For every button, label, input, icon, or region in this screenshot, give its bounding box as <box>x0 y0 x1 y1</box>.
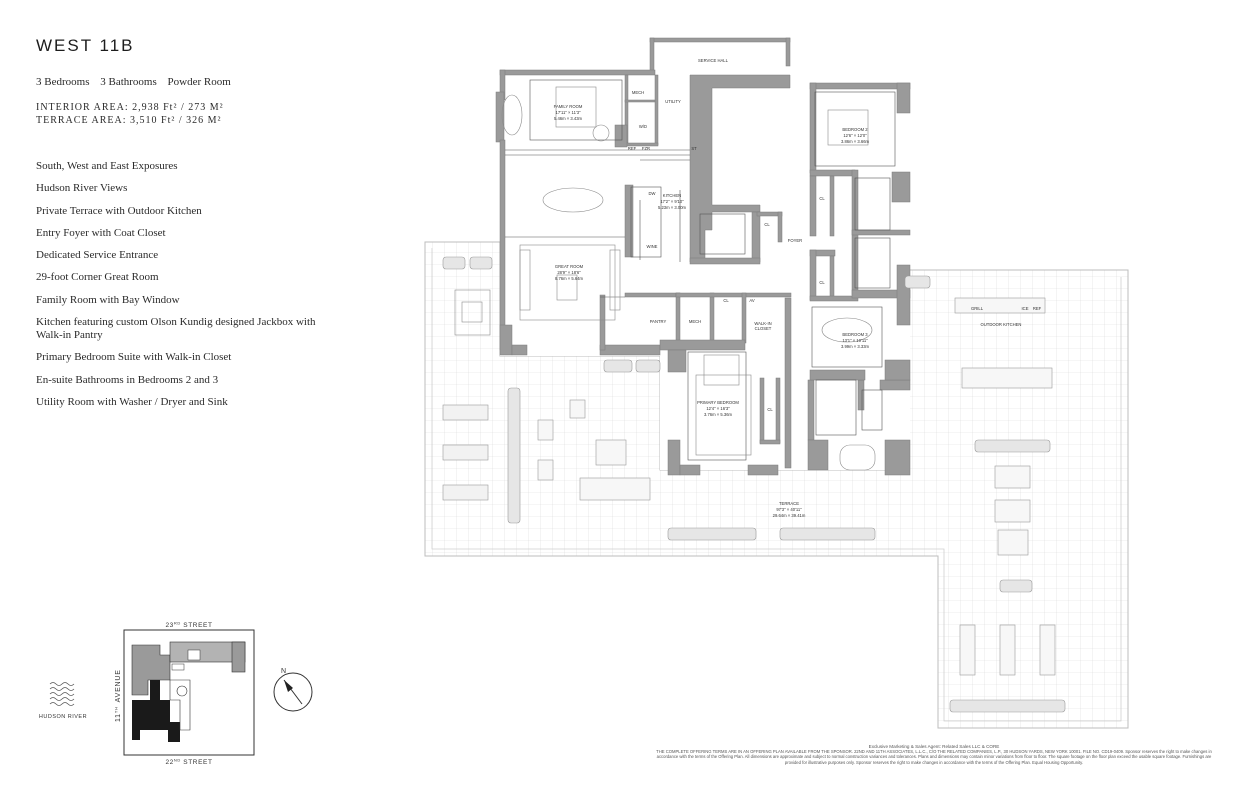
label-cl-primary: CL <box>767 407 773 412</box>
label-bedroom3-dim2: 3.99m × 3.33m <box>841 344 870 349</box>
label-mech-top: MECH <box>632 90 644 95</box>
label-great-room-dim2: 8.76m × 5.64m <box>555 276 584 281</box>
feature-item: Hudson River Views <box>36 182 128 195</box>
label-outdoor-kitchen: OUTDOOR KITCHEN <box>981 322 1022 327</box>
label-fzr: FZR <box>642 146 650 151</box>
feature-item: South, West and East Exposures <box>36 160 178 172</box>
label-family-room-dim1: 17'11" × 11'3" <box>555 110 581 115</box>
interior-lines <box>505 79 896 461</box>
terrace-area: TERRACE AREA: 3,510 Ft² / 326 M² <box>36 115 222 126</box>
label-great-room: GREAT ROOM <box>555 264 584 269</box>
label-ref: REF <box>628 146 637 151</box>
label-wine: WINE <box>647 244 658 249</box>
disclaimer-agent-line: Exclusive Marketing & Sales Agent: Relat… <box>868 744 1000 749</box>
label-bedroom3: BEDROOM 3 <box>842 332 868 337</box>
label-walk-in-closet: WALK-IN <box>754 321 771 326</box>
label-primary-bedroom-dim2: 3.76m × 5.36m <box>704 412 733 417</box>
label-kitchen-dim1: 17'2" × 9'10" <box>660 199 684 204</box>
label-cl-bed2: CL <box>819 196 825 201</box>
label-great-room-dim1: 28'9" × 18'6" <box>557 270 581 275</box>
terrace-furniture <box>442 256 1066 713</box>
label-st: ST <box>691 146 697 151</box>
label-kitchen-dim2: 5.23m × 3.00m <box>658 205 687 210</box>
room-labels: SERVICE HALL MECH UTILITY W/D REF FZR ST… <box>554 58 1042 518</box>
label-primary-bedroom-dim1: 12'4" × 16'3" <box>706 406 730 411</box>
feature-item: 29-foot Corner Great Room <box>36 271 159 284</box>
feature-item: Entry Foyer with Coat Closet <box>36 226 166 239</box>
label-terrace-dim2: 29.64m × 39.41m <box>773 513 806 518</box>
label-utility: UTILITY <box>665 99 681 104</box>
label-cl-mid: CL <box>723 298 729 303</box>
label-walk-in-closet-2: CLOSET <box>755 326 772 331</box>
label-ice: ICE <box>1022 306 1029 311</box>
disclaimer-body: THE COMPLETE OFFERING TERMS ARE IN AN OF… <box>656 749 1212 765</box>
label-cl-foyer: CL <box>764 222 770 227</box>
label-family-room-dim2: 5.46m × 3.43m <box>554 116 583 121</box>
label-foyer: FOYER <box>788 238 802 243</box>
label-bedroom2-dim2: 3.86m × 3.66m <box>841 139 870 144</box>
label-wd: W/D <box>639 124 647 129</box>
walls <box>495 37 911 476</box>
feature-item: Primary Bedroom Suite with Walk-in Close… <box>36 351 232 364</box>
label-kitchen: KITCHEN <box>663 193 681 198</box>
label-family-room: FAMILY ROOM <box>554 104 583 109</box>
powder-room: Powder Room <box>167 76 231 88</box>
furniture <box>454 86 876 471</box>
label-pantry: PANTRY <box>650 319 667 324</box>
unit-info-panel: WEST 11B 3 Bedrooms 3 Bathrooms Powder R… <box>36 36 336 418</box>
feature-item: Kitchen featuring custom Olson Kundig de… <box>36 316 316 342</box>
feature-item: En-suite Bathrooms in Bedrooms 2 and 3 <box>36 373 219 386</box>
feature-item: Dedicated Service Entrance <box>36 249 159 262</box>
interior-area: INTERIOR AREA: 2,938 Ft² / 273 M² <box>36 102 224 113</box>
unit-room-summary: 3 Bedrooms 3 Bathrooms Powder Room <box>36 76 336 88</box>
label-terrace-dim1: 97'3" × 40'11" <box>776 507 802 512</box>
label-bedroom2: BEDROOM 2 <box>842 127 868 132</box>
label-terrace: TERRACE <box>779 501 799 506</box>
label-cl-bed3: CL <box>819 280 825 285</box>
feature-item: Private Terrace with Outdoor Kitchen <box>36 204 202 217</box>
label-service-hall: SERVICE HALL <box>698 58 729 63</box>
legal-disclaimer: Exclusive Marketing & Sales Agent: Relat… <box>654 744 1214 765</box>
bedrooms-count: 3 Bedrooms <box>36 76 90 88</box>
label-bedroom3-dim1: 13'1" × 10'11" <box>842 338 868 343</box>
label-bedroom2-dim1: 12'6" × 12'0" <box>843 133 867 138</box>
label-dw: DW <box>649 191 656 196</box>
bathrooms-count: 3 Bathrooms <box>100 76 157 88</box>
unit-title: WEST 11B <box>36 36 135 55</box>
label-mech-mid: MECH <box>689 319 701 324</box>
feature-item: Utility Room with Washer / Dryer and Sin… <box>36 395 228 408</box>
feature-list: South, West and East Exposures Hudson Ri… <box>36 160 336 409</box>
label-av: AV <box>749 298 754 303</box>
label-ref-outdoor: REF <box>1033 306 1042 311</box>
feature-item: Family Room with Bay Window <box>36 293 180 306</box>
label-primary-bedroom: PRIMARY BEDROOM <box>697 400 739 405</box>
label-grill: GRILL <box>971 306 984 311</box>
